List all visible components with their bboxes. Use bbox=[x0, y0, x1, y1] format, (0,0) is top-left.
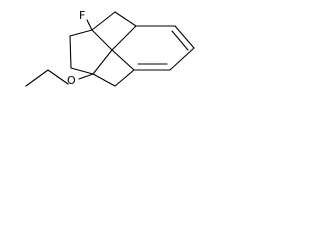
bond-c10-c11 bbox=[69, 35, 72, 69]
bond-c1-f bbox=[86, 19, 93, 31]
bonds bbox=[25, 11, 195, 87]
bond-c7-c8 bbox=[114, 69, 135, 87]
bond-c8-c9 bbox=[92, 73, 116, 87]
bond-c11-c1 bbox=[69, 29, 93, 37]
bond-ch2-ch3 bbox=[25, 69, 49, 87]
bond-c4-c5-double-outer bbox=[174, 25, 195, 49]
bond-o-ch2 bbox=[47, 69, 69, 85]
chemical-structure: F O bbox=[25, 9, 195, 87]
bond-c9-c10 bbox=[70, 67, 94, 75]
bond-bridge-c7 bbox=[111, 49, 135, 71]
bond-bridge-c9 bbox=[92, 49, 113, 75]
bond-c9-o bbox=[78, 73, 94, 80]
bond-bridge-c3 bbox=[111, 25, 137, 51]
bond-c1-c2 bbox=[91, 11, 116, 31]
bond-c4-c5-double-inner bbox=[171, 30, 189, 51]
bond-c2-c3 bbox=[114, 11, 137, 27]
fluorine-atom-label: F bbox=[79, 9, 85, 22]
bond-c5-c6 bbox=[169, 47, 195, 71]
bond-c1-bridge bbox=[91, 29, 113, 51]
oxygen-atom-label: O bbox=[67, 74, 76, 87]
